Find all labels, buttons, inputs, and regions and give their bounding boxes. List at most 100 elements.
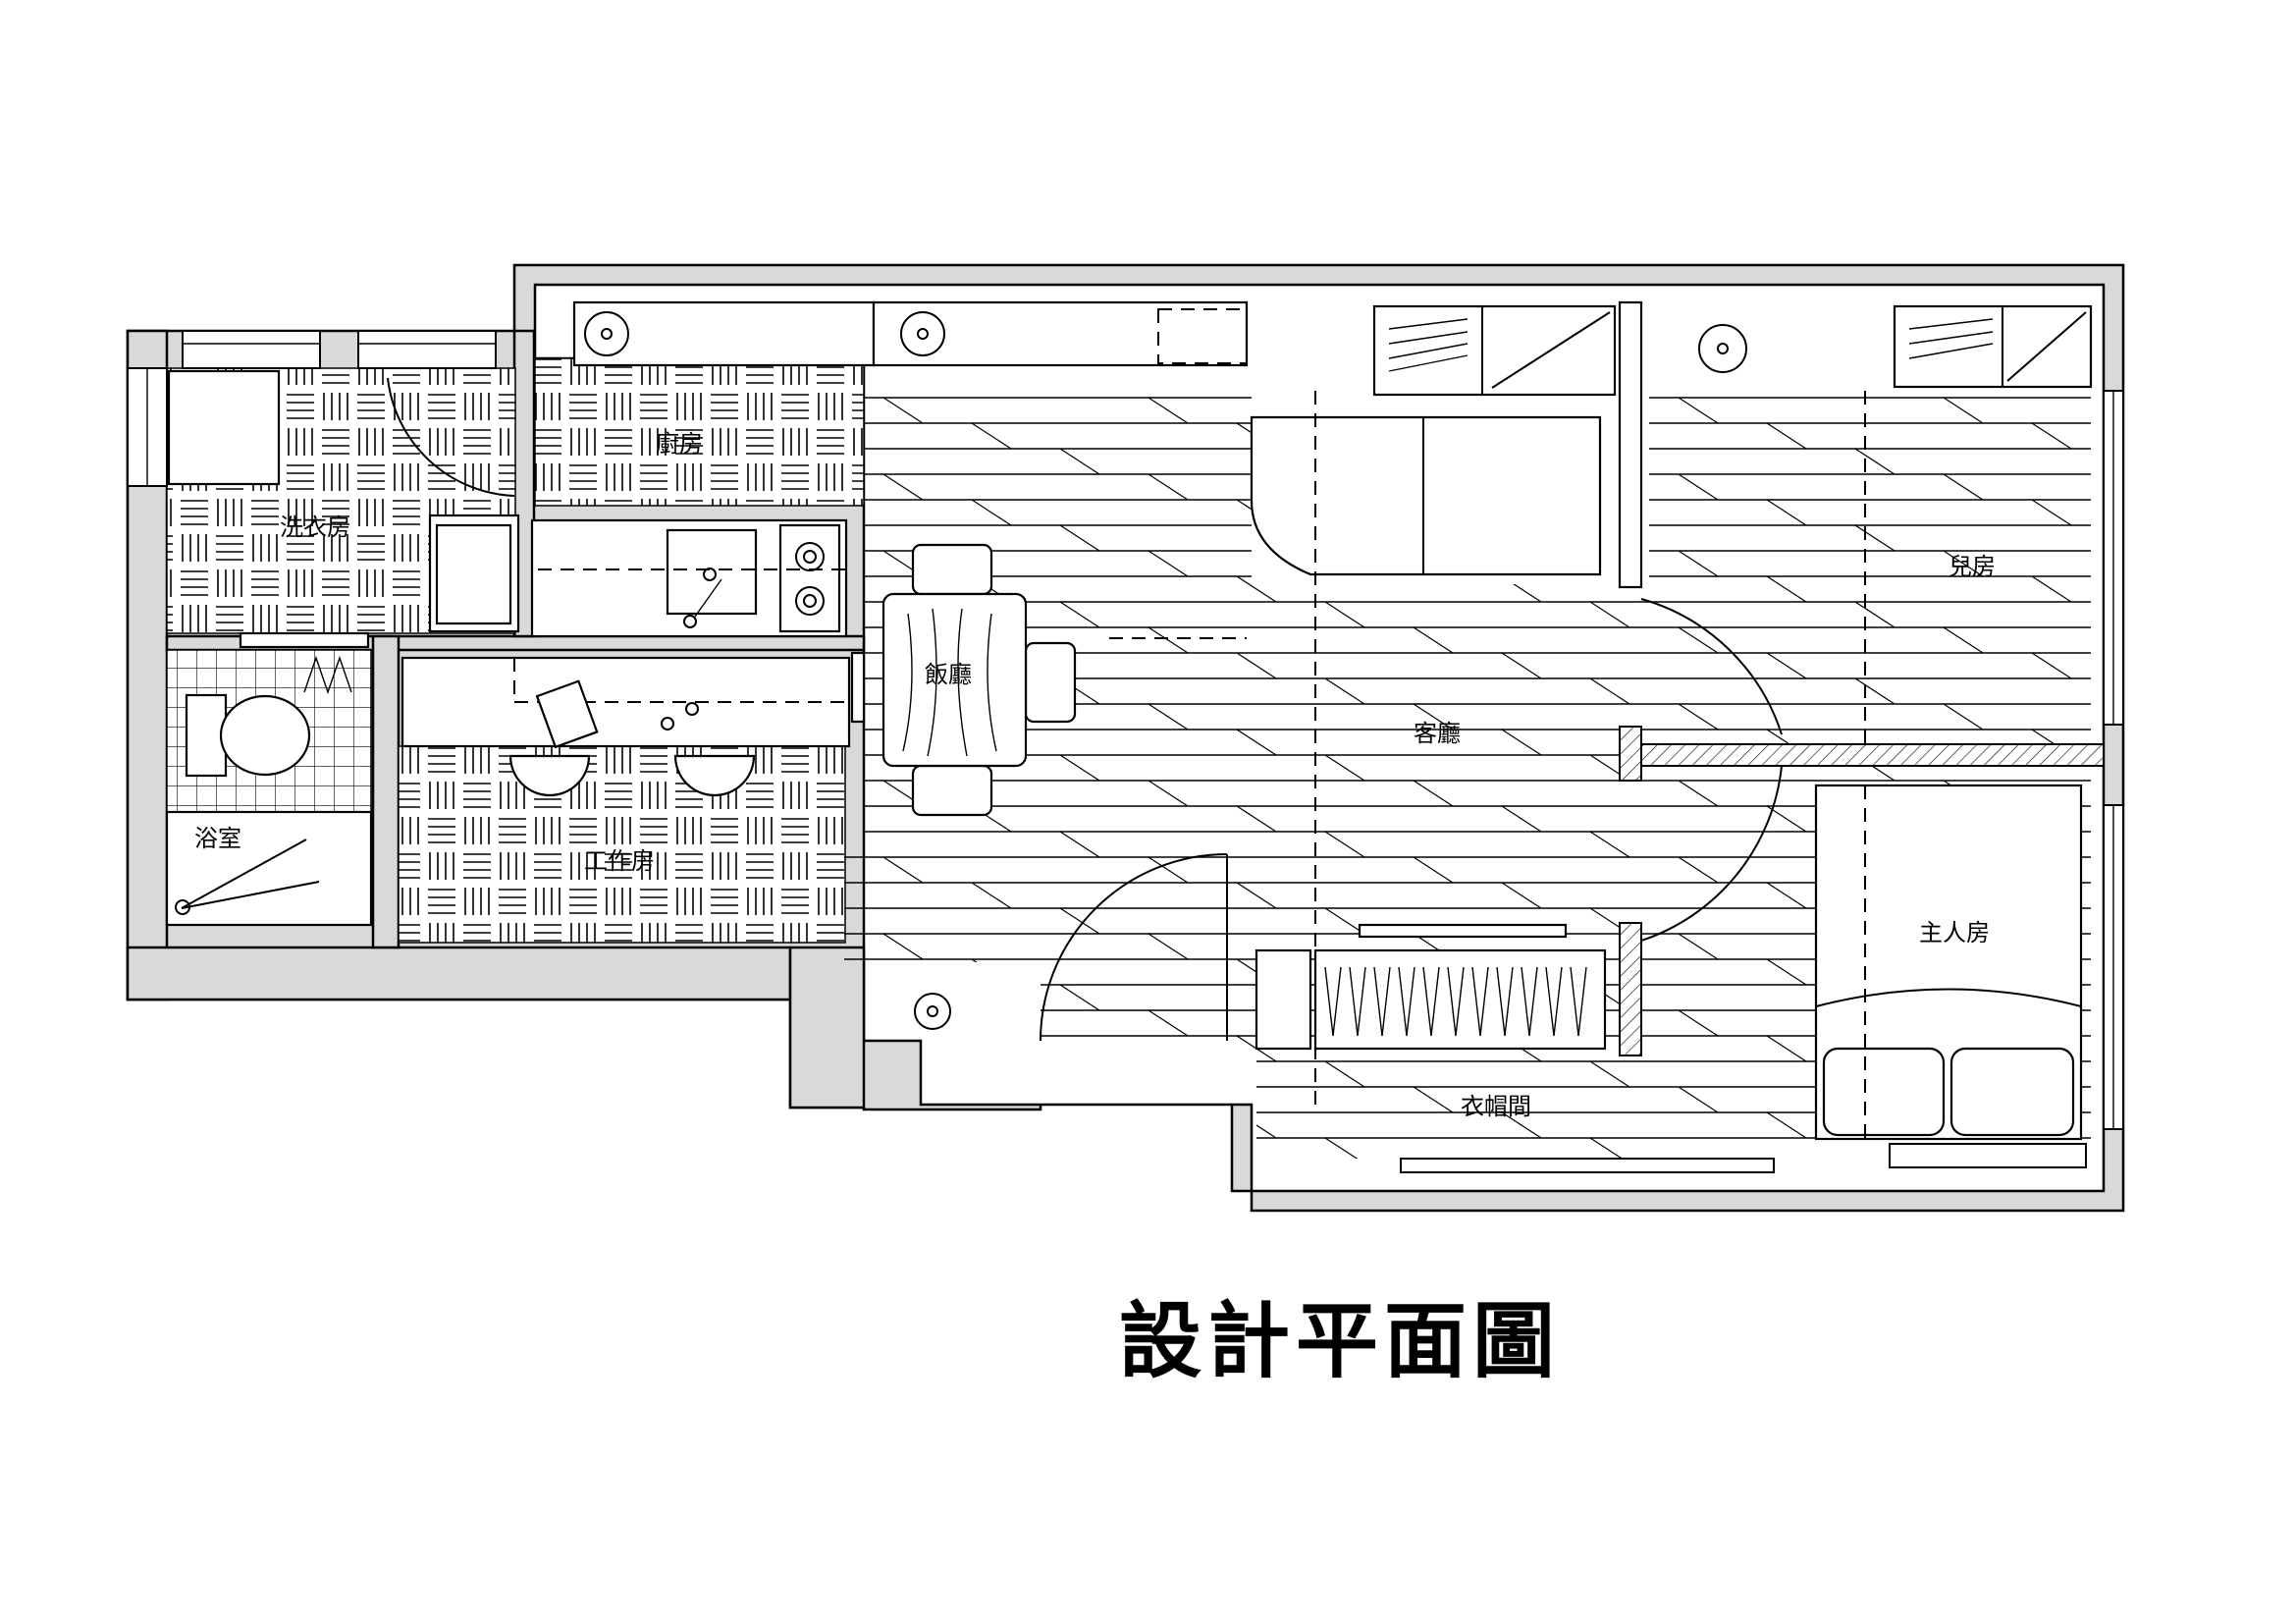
floor-plank-joint [2031, 499, 2072, 526]
floor-plank-joint [1766, 1111, 1807, 1139]
floor-plank-joint [1766, 575, 1807, 603]
floor-plank-joint [1766, 652, 1807, 679]
floor-plank-joint [1589, 831, 1630, 858]
wardrobes [1372, 300, 2105, 1056]
floor-plank-joint [882, 1009, 924, 1037]
floor-plank-joint [1413, 780, 1454, 807]
floor-plank-joint [1678, 397, 1719, 424]
floor-plank-joint [1766, 958, 1807, 986]
floor-plank-joint [1501, 882, 1542, 909]
plant-icon [584, 311, 1747, 1030]
floor-plank-joint [1148, 550, 1189, 577]
floor-plank-joint [1148, 780, 1189, 807]
floor-plank-joint [1324, 677, 1365, 705]
floor-plank-joint [1943, 626, 1984, 654]
label-bathroom: 浴室 [194, 825, 241, 852]
floor-plank-joint [1236, 729, 1277, 756]
floor-plank-joint [971, 882, 1012, 909]
floor-plank-joint [1148, 703, 1189, 730]
floor-plank-joint [1766, 422, 1807, 450]
floor-plank-joint [1148, 1009, 1189, 1037]
floor-plank-joint [971, 499, 1012, 526]
floor-plank-joint [1766, 1035, 1807, 1062]
floor-plank-joint [971, 958, 1012, 986]
study-desk [400, 651, 866, 797]
floor-plank-joint [1148, 1086, 1189, 1113]
floor-plank-joint [1854, 448, 1896, 475]
plan-title: 設計平面圖 [1119, 1293, 1561, 1389]
floor-plank-joint [1501, 1111, 1542, 1139]
floor-plank-joint [1589, 1137, 1630, 1159]
floor-plank-joint [1766, 805, 1807, 833]
floor-plank-joint [1589, 677, 1630, 705]
floor-plank-joint [1678, 550, 1719, 577]
floor-plank-joint [1678, 473, 1719, 501]
sofa [1250, 415, 1602, 576]
floor-plank-joint [1236, 575, 1277, 603]
floor-plank-joint [1766, 499, 1807, 526]
floor-plank-joint [1324, 1060, 1365, 1088]
floor-plank-joint [1854, 677, 1896, 705]
room-labels: 廚房 洗衣房 浴室 工作房 飯廳 客廳 兒房 主人房 衣帽間 [194, 430, 1996, 1120]
windows [127, 330, 2124, 1173]
label-study: 工作房 [584, 847, 655, 875]
floor-plank-joint [1059, 907, 1100, 935]
label-master-bedroom: 主人房 [1919, 919, 1990, 947]
floor-plank-joint [1766, 882, 1807, 909]
floor-plank-joint [1148, 1163, 1188, 1189]
floor-plank-joint [1148, 626, 1189, 654]
floor-plank-joint [1678, 933, 1719, 960]
floor-plank-joint [882, 397, 924, 424]
floor-plank-joint [1678, 1086, 1719, 1113]
floor-plank-joint [1413, 856, 1454, 884]
floor-plank-joint [1854, 601, 1896, 628]
floor-plank-joint [1854, 524, 1896, 552]
floor-plank-joint [1413, 626, 1454, 654]
floor-plank-joint [882, 856, 924, 884]
floor-plank-joint [1148, 473, 1189, 501]
floor-plank-joint [1943, 473, 1984, 501]
label-laundry: 洗衣房 [280, 514, 350, 541]
floor-plank-joint [883, 1163, 923, 1189]
floor-plank-joint [1059, 601, 1100, 628]
label-dining: 飯廳 [925, 661, 972, 688]
floor-plank-joint [1678, 780, 1719, 807]
bathroom-fixtures [165, 631, 373, 927]
floor-plank-joint [971, 1111, 1012, 1139]
floor-plank-joint [1678, 1009, 1719, 1037]
floor-plank-joint [1324, 601, 1365, 628]
closet-rack [1255, 923, 1607, 1051]
floor-plank-joint [1413, 703, 1454, 730]
floor-plank-joint [1501, 805, 1542, 833]
floor-plank-joint [882, 473, 924, 501]
kitchen-counter [167, 300, 1249, 638]
floor-plank-joint [1501, 575, 1542, 603]
floor-plank-joint [1059, 448, 1100, 475]
floor-plank-joint [1589, 1060, 1630, 1088]
label-kids-room: 兒房 [1949, 553, 1996, 580]
floor-plank-joint [1501, 729, 1542, 756]
floor-plank-joint [1324, 831, 1365, 858]
door-swings [387, 377, 1783, 1042]
floor-plank-joint [1059, 1060, 1100, 1088]
floor-plank-joint [1413, 1086, 1454, 1113]
floor-plank-joint [2031, 575, 2072, 603]
floor-plank-joint [1324, 754, 1365, 782]
floor-plank-joint [1148, 856, 1189, 884]
floor-plank-joint [1059, 524, 1100, 552]
floor-plank-joint [1943, 703, 1984, 730]
ceiling-lines [1109, 391, 1866, 1109]
floor-plank-joint [971, 422, 1012, 450]
floor-plank-joint [1236, 805, 1277, 833]
floor-plank-joint [1236, 882, 1277, 909]
floor-finishes [166, 357, 2091, 1189]
floor-plank-joint [1324, 1137, 1365, 1159]
floor-plank-joint [1678, 626, 1719, 654]
floor-plank-joint [1678, 703, 1719, 730]
floor-plank-joint [1236, 652, 1277, 679]
dining-table [881, 543, 1077, 817]
label-walk-in-closet: 衣帽間 [1461, 1093, 1531, 1120]
floor-plank-joint [971, 1035, 1012, 1062]
floor-plank-joint [1059, 754, 1100, 782]
